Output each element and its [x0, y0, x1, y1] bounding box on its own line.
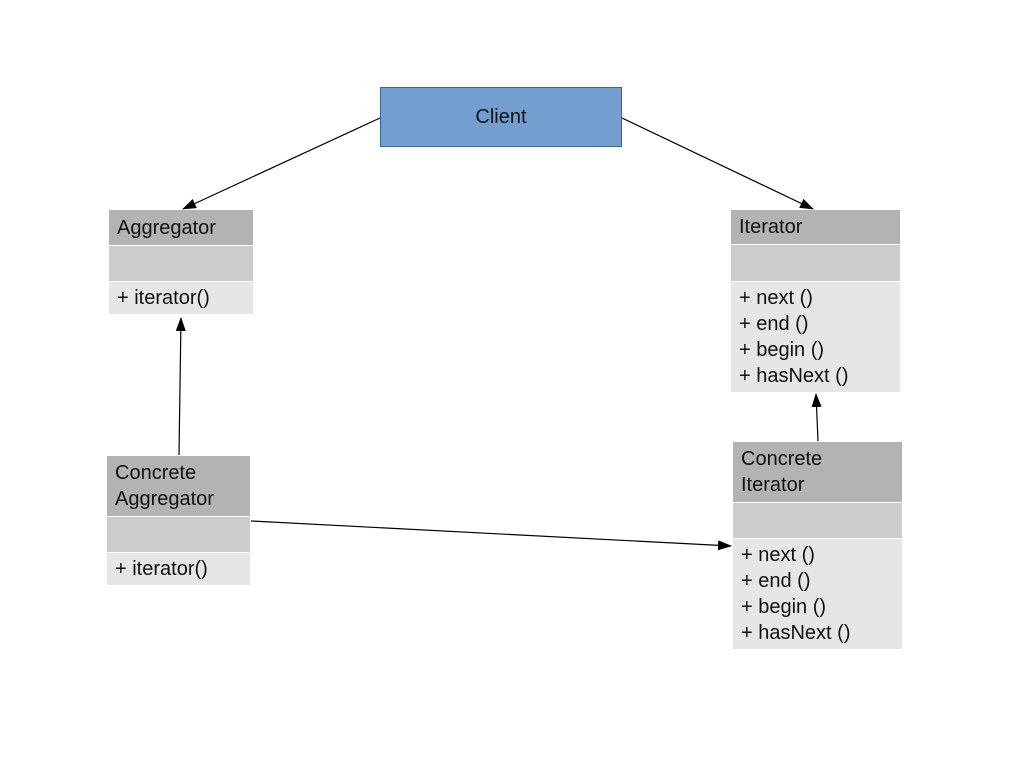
concrete-aggregator-to-concrete-iterator-arrow [250, 520, 732, 551]
concrete-aggregator-attributes [107, 517, 250, 553]
method-begin: + begin () [741, 596, 827, 618]
method-next: + next () [741, 544, 815, 566]
aggregator-methods: + iterator() [109, 282, 253, 314]
concrete-aggregator-name-line1: Concrete [115, 462, 197, 484]
method-hasnext: + hasNext () [741, 622, 851, 644]
concrete-aggregator-name-line2: Aggregator [115, 488, 214, 510]
concrete-iterator-to-iterator-arrow [811, 393, 822, 442]
iterator-methods: + next () + end () + begin () + hasNext … [731, 282, 900, 392]
method-next: + next () [739, 287, 813, 309]
iterator-name: Iterator [739, 216, 803, 238]
concrete-iterator-attributes [733, 503, 902, 539]
concrete-iterator-class[interactable]: Concrete Iterator + next () + end () + b… [733, 442, 902, 649]
client-box[interactable]: Client [380, 87, 622, 147]
concrete-aggregator-header: Concrete Aggregator [107, 456, 250, 517]
method-hasnext: + hasNext () [739, 365, 849, 387]
client-to-iterator-arrow [621, 117, 814, 210]
aggregator-class[interactable]: Aggregator + iterator() [109, 210, 253, 314]
aggregator-header: Aggregator [109, 210, 253, 246]
concrete-iterator-header: Concrete Iterator [733, 442, 902, 503]
method-iterator: + iterator() [117, 287, 210, 309]
aggregator-attributes [109, 246, 253, 282]
method-begin: + begin () [739, 339, 825, 361]
client-to-aggregator-arrow [182, 117, 381, 210]
client-label: Client [475, 105, 527, 128]
iterator-class[interactable]: Iterator + next () + end () + begin () +… [731, 210, 900, 392]
iterator-header: Iterator [731, 210, 900, 245]
concrete-iterator-methods: + next () + end () + begin () + hasNext … [733, 539, 902, 649]
concrete-aggregator-to-aggregator-arrow [175, 317, 186, 456]
method-iterator: + iterator() [115, 558, 208, 580]
concrete-aggregator-class[interactable]: Concrete Aggregator + iterator() [107, 456, 250, 585]
aggregator-name: Aggregator [117, 216, 216, 239]
method-end: + end () [741, 570, 811, 592]
concrete-iterator-name-line2: Iterator [741, 474, 805, 496]
concrete-aggregator-methods: + iterator() [107, 553, 250, 585]
iterator-attributes [731, 245, 900, 282]
concrete-iterator-name-line1: Concrete [741, 448, 823, 470]
method-end: + end () [739, 313, 809, 335]
